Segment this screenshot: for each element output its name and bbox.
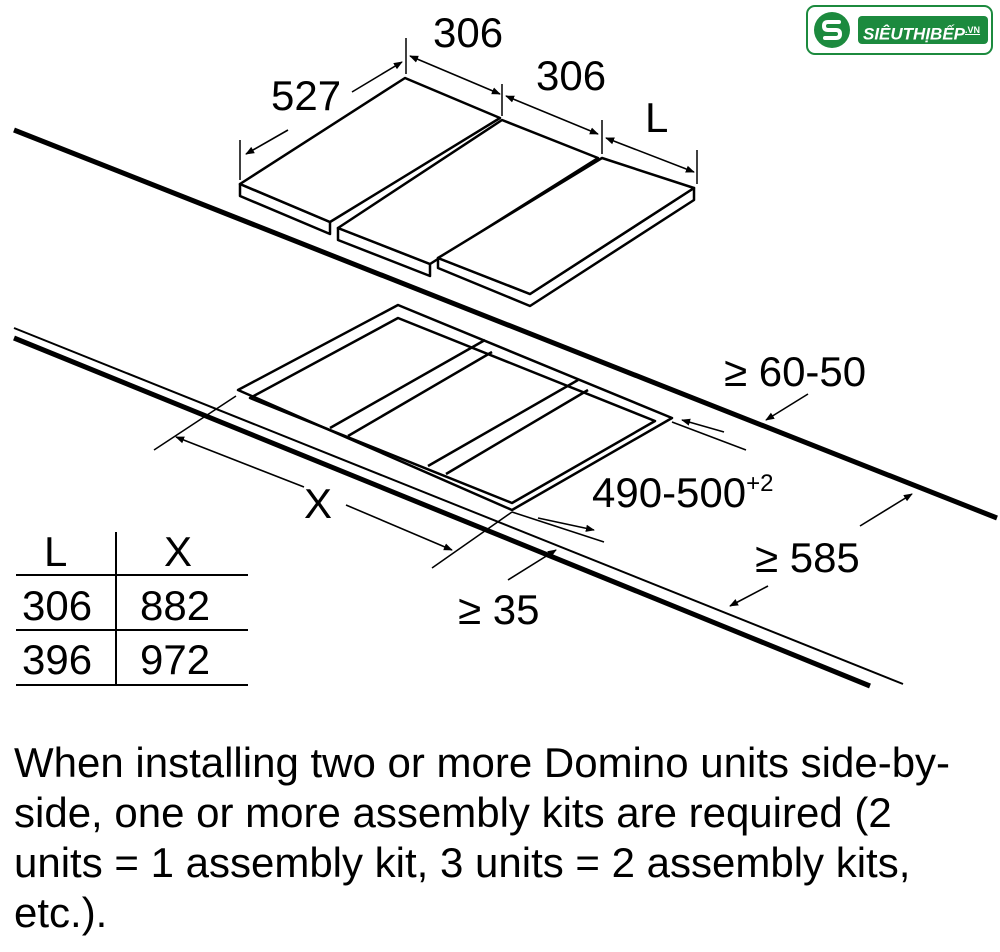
dimension-table: L X 306 882 396 972 (16, 528, 248, 686)
brand-s-icon (814, 12, 850, 48)
label-527: 527 (271, 72, 341, 119)
domino-units (238, 76, 696, 308)
label-x: X (304, 480, 332, 527)
table-cell: 972 (140, 636, 210, 683)
label-35: ≥ 35 (458, 586, 539, 633)
cutout-divider-2a (427, 378, 579, 468)
arrow-585-top (859, 493, 913, 527)
installation-note: When installing two or more Domino units… (14, 739, 951, 936)
arrow-X-left (175, 436, 305, 488)
cutout-divider-1a (329, 338, 486, 430)
worktop-front-edge-bottom (13, 335, 871, 689)
extension-lines (153, 38, 747, 569)
arrow-60-50 (765, 393, 809, 421)
arrow-527-b (351, 61, 403, 93)
table-cell: 396 (22, 636, 92, 683)
table-header-l: L (44, 528, 67, 575)
arrow-306-1 (409, 55, 501, 95)
brand-name: SIÊUTHỊBẾP (863, 24, 966, 44)
domino-unit-1-top (238, 76, 502, 224)
dimension-arrows (175, 55, 913, 607)
table-cell: 306 (22, 582, 92, 629)
arrow-490-b (537, 517, 595, 532)
arrow-L (605, 137, 695, 173)
label-L: L (645, 94, 668, 141)
label-490-500: 490-500+2 (592, 469, 774, 516)
brand-text-badge: SIÊUTHỊBẾP.VN (858, 16, 988, 44)
cutout (236, 303, 674, 512)
arrow-X-right (345, 504, 453, 551)
brand-logo: SIÊUTHỊBẾP.VN (806, 5, 993, 55)
arrow-490 (681, 418, 725, 433)
label-490-500-value: 490-500 (592, 469, 746, 516)
label-585: ≥ 585 (755, 534, 860, 581)
domino-unit-2-top (336, 118, 600, 266)
worktop-back-edge (13, 127, 998, 521)
label-306-top: 306 (433, 9, 503, 56)
label-306-second: 306 (536, 52, 606, 99)
cutout-inner (248, 316, 657, 505)
table-cell: 882 (140, 582, 210, 629)
domino-unit-3-top (436, 156, 696, 296)
arrow-306-2 (505, 95, 599, 135)
label-490-500-tolerance: +2 (746, 470, 773, 497)
worktop-front-edge-top (13, 327, 904, 685)
installation-diagram: 306 527 306 L ≥ 60-50 X 490-500+2 ≥ 585 … (13, 9, 998, 689)
brand-suffix: .VN (965, 25, 981, 35)
arrow-585-bottom (729, 585, 769, 607)
cutout-outer (236, 303, 674, 512)
arrow-527 (245, 129, 289, 155)
cutout-divider-2b (445, 388, 589, 476)
arrow-35 (507, 549, 557, 581)
label-60-50: ≥ 60-50 (724, 348, 866, 395)
table-header-x: X (164, 528, 192, 575)
cutout-divider-1b (347, 350, 493, 438)
